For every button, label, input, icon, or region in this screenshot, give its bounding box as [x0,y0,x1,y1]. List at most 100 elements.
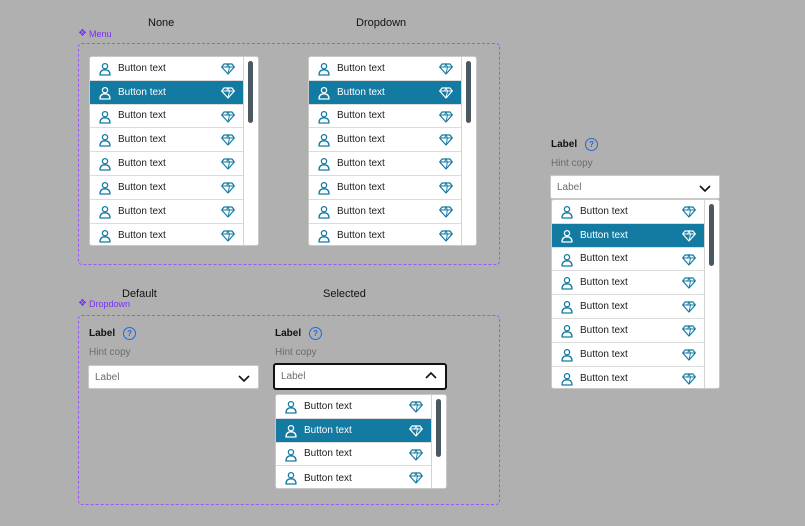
scrollbar-thumb[interactable] [248,61,253,123]
select-value: Label [95,371,120,383]
gem-icon[interactable] [439,86,453,99]
gem-icon[interactable] [682,372,696,385]
gem-icon[interactable] [409,424,423,437]
menu-item-label: Button text [304,448,352,460]
gem-icon[interactable] [221,86,235,99]
menu-item[interactable]: Button text [90,57,244,81]
menu-item[interactable]: Button text [309,57,462,81]
select-field-default[interactable]: Label [88,365,259,389]
user-icon [99,110,111,124]
gem-icon[interactable] [439,229,453,242]
gem-icon[interactable] [682,277,696,289]
menu-item[interactable]: Button text [309,104,462,129]
menu-item[interactable]: Button text [309,199,462,224]
menu-item-label: Button text [580,348,628,360]
help-icon[interactable]: ? [585,138,599,151]
gem-icon[interactable] [439,134,453,146]
menu-item-label: Button text [337,205,385,217]
menu-item-label: Button text [304,424,352,436]
gem-icon[interactable] [221,63,235,75]
menu-item-label: Button text [118,158,166,170]
scrollbar[interactable] [243,57,258,245]
gem-icon[interactable] [409,448,423,461]
gem-icon[interactable] [221,110,235,123]
component-diamond-icon: ❖ [78,298,87,309]
gem-icon[interactable] [682,301,696,313]
menu-item-selected[interactable]: Button text [552,223,705,248]
menu-item[interactable]: Button text [552,366,705,388]
menu-item[interactable]: Button text [90,175,244,200]
menu-item[interactable]: Button text [276,395,432,419]
select-field[interactable]: Label [550,175,720,199]
menu-item-label: Button text [304,472,352,484]
section-tag-dropdown: ❖ Dropdown [78,298,130,309]
user-icon [99,62,111,76]
menu-item[interactable]: Button text [276,442,432,467]
menu-item-selected[interactable]: Button text [276,418,432,443]
gem-icon[interactable] [221,158,235,170]
menu-item[interactable]: Button text [552,247,705,272]
gem-icon[interactable] [682,253,696,266]
scrollbar[interactable] [431,395,446,488]
menu-item[interactable]: Button text [309,223,462,245]
menu-item[interactable]: Button text [309,152,462,176]
menu-item[interactable]: Button text [90,152,244,176]
gem-icon[interactable] [439,110,453,123]
menu-item-selected[interactable]: Button text [90,80,244,105]
menu-item-label: Button text [118,86,166,98]
menu-item-selected[interactable]: Button text [309,80,462,105]
select-field-open[interactable]: Label [273,363,447,390]
gem-icon[interactable] [682,229,696,242]
gem-icon[interactable] [221,181,235,194]
menu-item[interactable]: Button text [552,271,705,296]
gem-icon[interactable] [439,63,453,75]
field-label: Label ? [275,327,323,340]
scrollbar-thumb[interactable] [436,399,441,457]
menu-item[interactable]: Button text [309,175,462,200]
gem-icon[interactable] [682,206,696,218]
scrollbar-thumb[interactable] [709,204,714,266]
menu-item[interactable]: Button text [552,342,705,367]
menu-item[interactable]: Button text [276,466,432,488]
menu-item[interactable]: Button text [90,104,244,129]
gem-icon[interactable] [682,348,696,361]
menu-item[interactable]: Button text [552,200,705,224]
gem-icon[interactable] [682,324,696,337]
gem-icon[interactable] [409,401,423,413]
help-icon[interactable]: ? [309,327,323,340]
menu-item-label: Button text [580,229,628,241]
gem-icon[interactable] [221,205,235,218]
field-label-text: Label [275,328,302,339]
menu-item-label: Button text [118,229,166,241]
menu-item-label: Button text [580,372,628,384]
menu-item-label: Button text [118,181,166,193]
menu-item[interactable]: Button text [309,128,462,153]
gem-icon[interactable] [439,158,453,170]
gem-icon[interactable] [221,229,235,242]
scrollbar[interactable] [704,200,719,388]
menu-item-label: Button text [118,134,166,146]
gem-icon[interactable] [439,181,453,194]
menu-item-label: Button text [580,253,628,265]
user-icon [285,424,297,438]
user-icon [285,448,297,462]
gem-icon[interactable] [409,472,423,484]
chevron-up-icon [425,371,437,379]
scrollbar[interactable] [461,57,476,245]
menu-item[interactable]: Button text [552,295,705,319]
menu-item[interactable]: Button text [552,318,705,343]
hint-text: Hint copy [551,158,593,169]
menu-item[interactable]: Button text [90,128,244,153]
user-icon [99,205,111,219]
help-icon[interactable]: ? [123,327,137,340]
gem-icon[interactable] [439,205,453,218]
user-icon [99,181,111,195]
scrollbar-thumb[interactable] [466,61,471,123]
gem-icon[interactable] [221,134,235,146]
menu-item[interactable]: Button text [90,223,244,245]
user-icon [561,277,573,291]
user-icon [561,229,573,243]
menu-item[interactable]: Button text [90,199,244,224]
